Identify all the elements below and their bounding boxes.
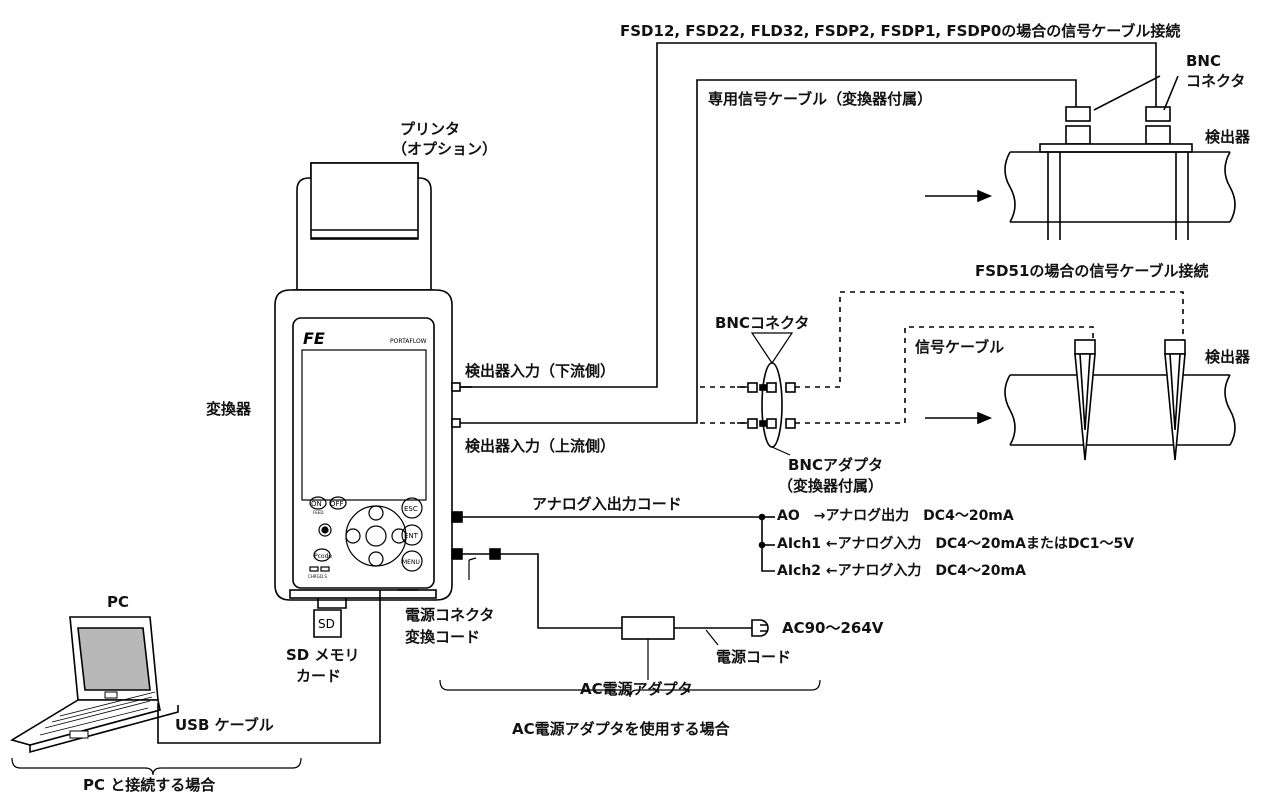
analog-connector <box>451 511 463 523</box>
key-pcode: Pcode <box>314 553 332 560</box>
analog-cord-label: アナログ入出力コード <box>532 495 682 513</box>
power-conv-label-1: 電源コネクタ <box>405 606 495 624</box>
downstream-connector <box>451 382 461 392</box>
device-brand: PORTAFLOW <box>390 338 427 345</box>
power-connector <box>451 548 463 560</box>
key-ent: ENT <box>404 532 419 540</box>
printer-label-2: （オプション） <box>392 140 498 158</box>
aich2-label: AIch2 ←アナログ入力 DC4〜20mA <box>777 563 1026 579</box>
title-top: FSD12, FSD22, FLD32, FSDP2, FSDP1, FSDP0… <box>620 22 1181 40</box>
feed-text: FEED <box>313 510 323 515</box>
dedicated-signal-cable <box>460 42 1157 424</box>
detector-bottom-label: 検出器 <box>1205 348 1251 366</box>
usb-cable-label: USB ケーブル <box>175 716 274 734</box>
analog-io-cord <box>462 513 775 572</box>
detector-top <box>925 75 1236 240</box>
sd-card <box>313 609 342 638</box>
device-logo: FE <box>303 329 325 348</box>
power-conv-label-2: 変換コード <box>405 628 481 646</box>
key-off: OFF <box>330 500 344 508</box>
converter-body <box>274 289 453 609</box>
pc-label: PC <box>107 593 130 611</box>
device-labels: FE PORTAFLOW ON OFF ESC ENT MENU Pcode F… <box>303 329 427 631</box>
printer-label-1: プリンタ <box>400 120 461 138</box>
bnc-adapter-label-1: BNCアダプタ <box>788 456 883 474</box>
dedicated-cable-label: 専用信号ケーブル（変換器付属） <box>708 90 933 108</box>
power-cables <box>462 553 769 680</box>
title-mid: FSD51の場合の信号ケーブル接続 <box>975 262 1209 280</box>
key-on: ON <box>311 500 322 508</box>
ac-voltage-label: AC90〜264V <box>782 619 884 637</box>
signal-cable-label: 信号ケーブル <box>915 338 1005 356</box>
key-menu: MENU <box>402 559 420 566</box>
input-downstream-label: 検出器入力（下流側） <box>465 362 616 380</box>
detector-bottom <box>925 339 1236 461</box>
key-esc: ESC <box>404 505 418 513</box>
ac-case-label: AC電源アダプタを使用する場合 <box>512 720 730 738</box>
converter-label: 変換器 <box>206 400 252 418</box>
input-upstream-label: 検出器入力（上流側） <box>465 437 616 455</box>
ao-label: AO →アナログ出力 DC4〜20mA <box>777 508 1014 524</box>
aich1-label: AIch1 ←アナログ入力 DC4〜20mAまたはDC1〜5V <box>777 536 1135 552</box>
printer <box>296 162 432 291</box>
bnc-adapter-label-2: （変換器付属） <box>778 477 884 495</box>
power-conv-plug <box>489 548 501 560</box>
power-cord-label: 電源コード <box>716 648 792 666</box>
detector-top-label: 検出器 <box>1205 128 1251 146</box>
braces <box>11 679 821 776</box>
keypad <box>309 496 423 572</box>
sd-card-label-2: カード <box>296 667 342 685</box>
pc-case-label: PC と接続する場合 <box>83 776 216 794</box>
upstream-connector <box>451 418 461 428</box>
chrg-text: CHRG <box>308 574 320 579</box>
ds-text: D.S <box>320 574 327 579</box>
bnc-top-label-1: BNC <box>1186 52 1221 70</box>
pc-laptop <box>10 590 381 754</box>
bnc-top-label-2: コネクタ <box>1186 72 1246 90</box>
sd-card-label-1: SD メモリ <box>286 646 360 664</box>
sd-chip-label: SD <box>318 617 335 631</box>
bnc-connector-mid-label: BNCコネクタ <box>715 314 810 332</box>
bnc-adapter-section <box>460 291 1184 456</box>
ac-adapter-label: AC電源アダプタ <box>580 680 693 698</box>
